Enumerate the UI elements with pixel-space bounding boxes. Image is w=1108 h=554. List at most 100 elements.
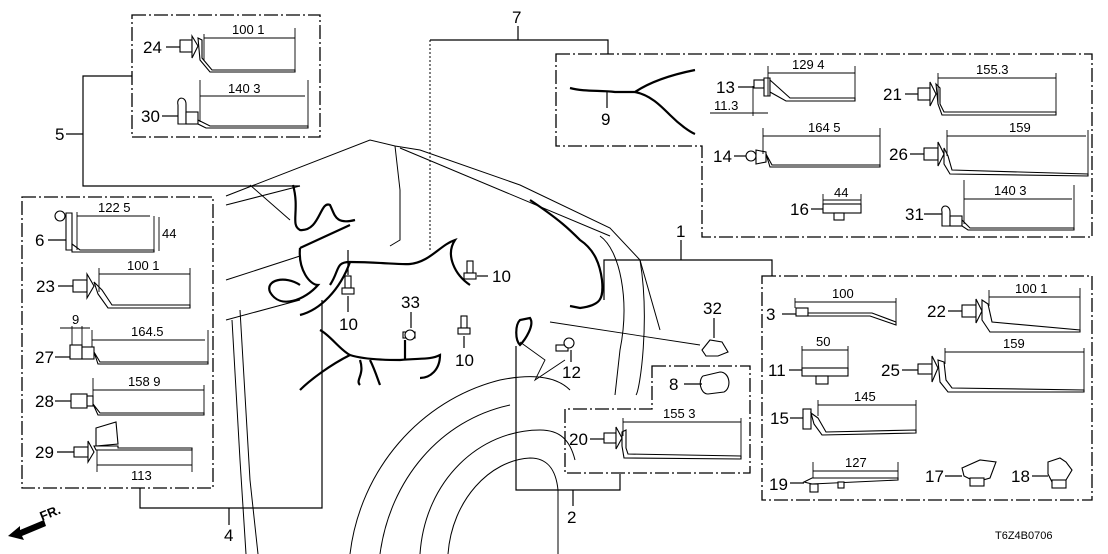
group-label-1: 1 bbox=[676, 222, 685, 241]
dim-27: 164.5 bbox=[131, 324, 164, 339]
group-7-leader bbox=[430, 39, 609, 54]
bracket-6[interactable] bbox=[48, 210, 160, 253]
clip-28[interactable] bbox=[55, 378, 205, 416]
part-label-10-c[interactable]: 10 bbox=[455, 351, 474, 370]
dim-26: 159 bbox=[1009, 120, 1031, 135]
trim-3[interactable] bbox=[782, 298, 897, 326]
part-label-28[interactable]: 28 bbox=[35, 392, 54, 411]
clip-21[interactable] bbox=[905, 73, 1057, 116]
clip-14[interactable] bbox=[734, 128, 881, 168]
group-label-7: 7 bbox=[512, 8, 521, 27]
dim-13-offset: 11.3 bbox=[714, 98, 738, 113]
diagram-code: T6Z4B0706 bbox=[995, 530, 1052, 542]
dim-11: 50 bbox=[816, 334, 830, 349]
group-label-2: 2 bbox=[567, 508, 576, 527]
part-label-25[interactable]: 25 bbox=[881, 361, 900, 380]
group-5-box bbox=[131, 14, 321, 138]
bolt-10-c[interactable] bbox=[457, 315, 471, 348]
part-label-14[interactable]: 14 bbox=[713, 147, 732, 166]
group-1-box bbox=[761, 275, 1093, 501]
front-direction-arrow bbox=[8, 520, 46, 540]
dim-30: 140 3 bbox=[228, 81, 261, 96]
part-label-9[interactable]: 9 bbox=[601, 110, 610, 129]
dim-15: 145 bbox=[854, 389, 876, 404]
bolt-33[interactable] bbox=[402, 312, 416, 341]
grommet-8[interactable] bbox=[684, 371, 730, 395]
group-2-leader bbox=[515, 346, 621, 491]
dim-20: 155 3 bbox=[663, 406, 696, 421]
grommet-32[interactable] bbox=[701, 318, 729, 357]
group-4-box bbox=[21, 196, 214, 489]
clip-19[interactable] bbox=[790, 462, 899, 493]
upper-wire-harness bbox=[268, 184, 471, 317]
group-label-4: 4 bbox=[224, 526, 233, 545]
part-label-17[interactable]: 17 bbox=[925, 467, 944, 486]
part-label-6[interactable]: 6 bbox=[35, 231, 44, 250]
clip-22[interactable] bbox=[948, 288, 1081, 333]
clip-11[interactable] bbox=[789, 346, 849, 385]
bolt-12[interactable] bbox=[555, 337, 575, 362]
part-label-16[interactable]: 16 bbox=[790, 200, 809, 219]
dim-19: 127 bbox=[845, 455, 867, 470]
part-label-30[interactable]: 30 bbox=[141, 107, 160, 126]
part-label-15[interactable]: 15 bbox=[770, 409, 789, 428]
part-label-19[interactable]: 19 bbox=[769, 475, 788, 494]
group-2-box bbox=[564, 365, 751, 474]
part-label-10-b[interactable]: 10 bbox=[492, 267, 511, 286]
group-label-5: 5 bbox=[55, 125, 64, 144]
side-wire-harness bbox=[515, 316, 701, 382]
clip-30[interactable] bbox=[162, 80, 309, 129]
clip-13[interactable] bbox=[710, 66, 856, 116]
group-1-leader bbox=[603, 259, 773, 300]
clip-17[interactable] bbox=[945, 459, 997, 487]
clip-27[interactable] bbox=[55, 326, 209, 365]
clip-15[interactable] bbox=[790, 400, 917, 436]
dim-31: 140 3 bbox=[994, 183, 1027, 198]
dimension-labels: 100 1 140 3 122 5 44 100 1 9 164.5 158 9… bbox=[72, 22, 1048, 483]
part-label-26[interactable]: 26 bbox=[889, 145, 908, 164]
group-7-box bbox=[555, 53, 1093, 238]
lower-wire-harness bbox=[299, 329, 442, 391]
part-label-31[interactable]: 31 bbox=[905, 205, 924, 224]
clip-20[interactable] bbox=[590, 418, 742, 460]
part-label-23[interactable]: 23 bbox=[36, 277, 55, 296]
part-label-24[interactable]: 24 bbox=[143, 38, 162, 57]
sub-harness-9[interactable] bbox=[569, 68, 696, 136]
part-label-13[interactable]: 13 bbox=[716, 78, 735, 97]
dim-16: 44 bbox=[834, 185, 848, 200]
dim-25: 159 bbox=[1003, 336, 1025, 351]
dim-23: 100 1 bbox=[127, 258, 160, 273]
part-number-labels: 24 30 6 23 27 28 29 9 13 14 16 21 26 31 … bbox=[35, 38, 1030, 494]
dim-27-width: 9 bbox=[72, 312, 79, 327]
dim-28: 158 9 bbox=[128, 374, 161, 389]
part-label-22[interactable]: 22 bbox=[927, 302, 946, 321]
clip-31[interactable] bbox=[924, 180, 1075, 231]
clip-16[interactable] bbox=[811, 194, 862, 221]
clip-26[interactable] bbox=[910, 130, 1089, 177]
dim-13: 129 4 bbox=[792, 57, 825, 72]
part-label-11[interactable]: 11 bbox=[768, 361, 786, 380]
part-label-21[interactable]: 21 bbox=[883, 85, 902, 104]
clip-29[interactable] bbox=[57, 421, 193, 472]
vehicle-body-outline bbox=[225, 40, 661, 554]
part-label-20[interactable]: 20 bbox=[569, 430, 588, 449]
part-label-3[interactable]: 3 bbox=[766, 305, 775, 324]
part-label-33[interactable]: 33 bbox=[401, 293, 420, 312]
part-label-29[interactable]: 29 bbox=[35, 443, 54, 462]
bolt-10-a[interactable] bbox=[341, 275, 355, 312]
part-label-10-a[interactable]: 10 bbox=[339, 315, 358, 334]
clip-18[interactable] bbox=[1032, 457, 1073, 489]
part-label-32[interactable]: 32 bbox=[703, 299, 722, 318]
dim-6: 122 5 bbox=[98, 200, 131, 215]
clip-25[interactable] bbox=[902, 348, 1085, 393]
bolt-10-b[interactable] bbox=[463, 260, 488, 280]
clip-24[interactable] bbox=[166, 28, 296, 73]
dim-22: 100 1 bbox=[1015, 281, 1048, 296]
part-label-12[interactable]: 12 bbox=[562, 363, 581, 382]
clip-23[interactable] bbox=[58, 268, 191, 309]
part-label-18[interactable]: 18 bbox=[1011, 467, 1030, 486]
part-label-27[interactable]: 27 bbox=[35, 348, 54, 367]
part-label-8[interactable]: 8 bbox=[669, 375, 678, 394]
dim-14: 164 5 bbox=[808, 120, 841, 135]
